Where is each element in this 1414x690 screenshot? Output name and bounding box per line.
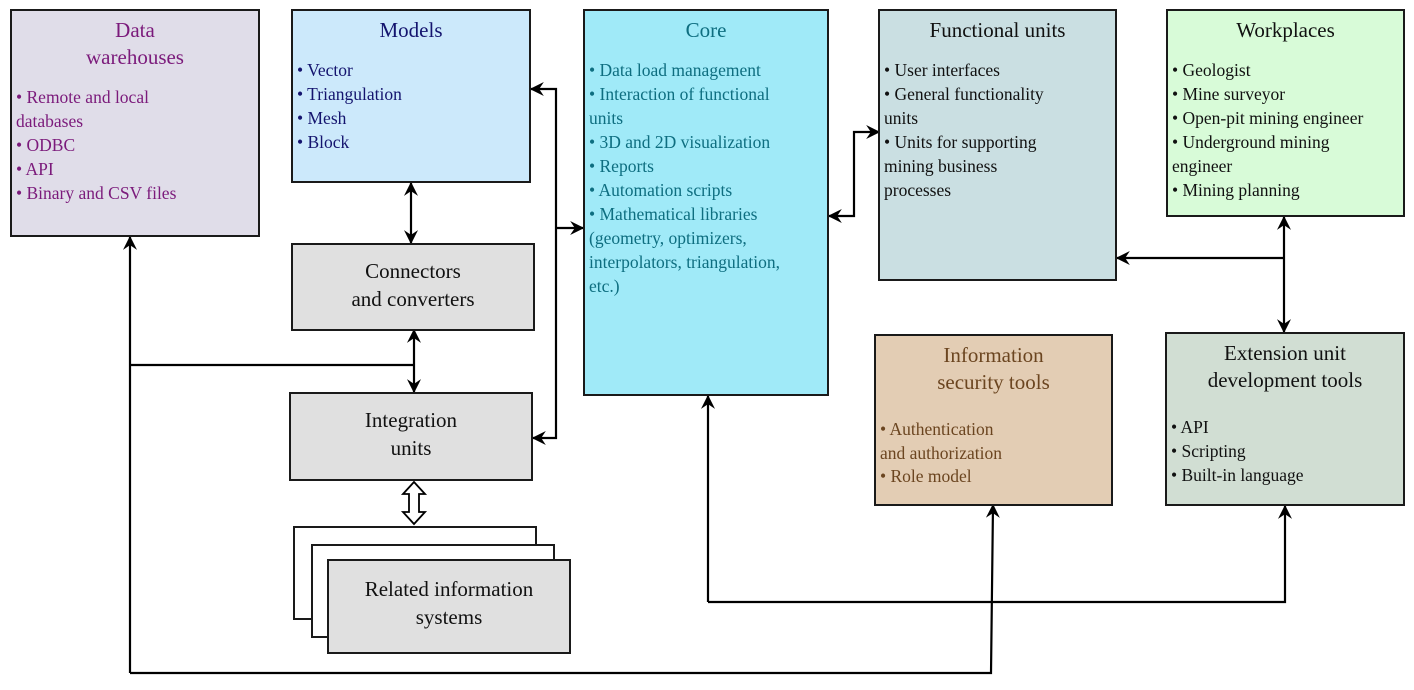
list-item: • Remote and local xyxy=(16,87,149,107)
arrow-to-extension xyxy=(708,504,1292,604)
core-block: Core • Data load management • Interactio… xyxy=(583,9,829,396)
block-title: Data warehouses xyxy=(12,17,258,71)
list-item: mining business xyxy=(884,156,998,176)
list-item: • Scripting xyxy=(1171,441,1246,461)
models-block: Models • Vector • Triangulation • Mesh •… xyxy=(291,9,531,183)
list-item: • 3D and 2D visualization xyxy=(589,132,771,152)
list-item: • Authentication xyxy=(880,419,994,439)
workplaces-block: Workplaces • Geologist • Mine surveyor •… xyxy=(1166,9,1405,217)
list-item: • Mining planning xyxy=(1172,180,1300,200)
list-item: • User interfaces xyxy=(884,60,1000,80)
list-item: • Data load management xyxy=(589,60,761,80)
arrow-core-functional xyxy=(827,125,881,223)
connectors-converters-block: Connectors and converters xyxy=(291,243,535,331)
block-title: Workplaces xyxy=(1236,18,1335,42)
list-item: • Reports xyxy=(589,156,654,176)
arrow-bus-to-integration xyxy=(531,228,558,445)
list-item: • Automation scripts xyxy=(589,180,733,200)
list-item: • Interaction of functional xyxy=(589,84,770,104)
list-item: • Triangulation xyxy=(297,84,402,104)
list-item: engineer xyxy=(1172,156,1233,176)
item-list: • API • Scripting • Built-in language xyxy=(1167,415,1403,487)
title-line: Related information xyxy=(364,577,534,601)
list-item: • Mathematical libraries xyxy=(589,204,758,224)
title-line: warehouses xyxy=(86,45,184,69)
list-item: • Block xyxy=(297,132,350,152)
title-line: units xyxy=(390,436,432,460)
item-list: • Data load management • Interaction of … xyxy=(585,58,827,298)
list-item: databases xyxy=(16,111,84,131)
list-item: • Mesh xyxy=(297,108,347,128)
item-list: • User interfaces • General functionalit… xyxy=(880,58,1115,202)
list-item: • Role model xyxy=(880,466,972,486)
list-item: processes xyxy=(884,180,952,200)
block-title: Models xyxy=(379,18,443,42)
title-line: Integration xyxy=(364,408,458,432)
list-item: • Open-pit mining engineer xyxy=(1172,108,1364,128)
block-title: Functional units xyxy=(929,18,1066,42)
title-line: development tools xyxy=(1207,368,1363,392)
title-line: Data xyxy=(115,18,155,42)
list-item: • Built-in language xyxy=(1171,465,1304,485)
extension-tools-block: Extension unit development tools • API •… xyxy=(1165,332,1405,506)
block-title: Related information systems xyxy=(329,575,569,631)
title-line: Extension unit xyxy=(1224,341,1346,365)
block-title: Integration units xyxy=(291,406,531,462)
functional-units-block: Functional units • User interfaces • Gen… xyxy=(878,9,1117,281)
list-item: • ODBC xyxy=(16,135,76,155)
list-item: units xyxy=(589,108,624,128)
related-information-systems-block: Related information systems xyxy=(327,559,571,654)
list-item: • Mine surveyor xyxy=(1172,84,1286,104)
information-security-block: Information security tools • Authenticat… xyxy=(874,334,1113,506)
block-title: Extension unit development tools xyxy=(1167,340,1403,394)
item-list: • Remote and local databases • ODBC • AP… xyxy=(12,85,258,205)
hollow-double-arrow xyxy=(400,480,428,526)
list-item: • API xyxy=(16,159,54,179)
item-list: • Authentication and authorization • Rol… xyxy=(876,418,1111,489)
data-warehouses-block: Data warehouses • Remote and local datab… xyxy=(10,9,260,237)
list-item: etc.) xyxy=(589,276,620,296)
list-item: • Binary and CSV files xyxy=(16,183,177,203)
block-title: Information security tools xyxy=(876,342,1111,396)
title-line: security tools xyxy=(937,370,1050,394)
list-item: • Underground mining xyxy=(1172,132,1330,152)
arrow-bottom-to-security xyxy=(130,503,1000,675)
list-item: units xyxy=(884,108,919,128)
title-line: Connectors xyxy=(365,259,461,283)
list-item: interpolators, triangulation, xyxy=(589,252,780,272)
title-line: Information xyxy=(943,343,1044,367)
arrow-bus-to-models xyxy=(529,82,558,228)
block-title: Core xyxy=(685,18,727,42)
list-item: and authorization xyxy=(880,442,1002,463)
list-item: • General functionality xyxy=(884,84,1044,104)
list-item: • Geologist xyxy=(1172,60,1251,80)
block-title: Connectors and converters xyxy=(293,257,533,313)
title-line: systems xyxy=(415,605,483,629)
list-item: • Units for supporting xyxy=(884,132,1037,152)
list-item: • Vector xyxy=(297,60,353,80)
list-item: • API xyxy=(1171,417,1209,437)
item-list: • Geologist • Mine surveyor • Open-pit m… xyxy=(1168,58,1403,202)
item-list: • Vector • Triangulation • Mesh • Block xyxy=(293,58,529,154)
list-item: (geometry, optimizers, xyxy=(589,228,747,248)
title-line: and converters xyxy=(351,287,475,311)
integration-units-block: Integration units xyxy=(289,392,533,481)
